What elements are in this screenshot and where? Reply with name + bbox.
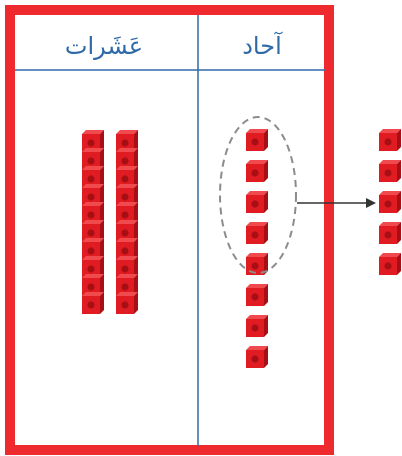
moved-cube xyxy=(379,191,401,213)
ones-cube xyxy=(246,284,268,306)
rod-unit-cube xyxy=(116,202,138,224)
rod-unit-cube xyxy=(82,148,104,170)
rod-unit-cube xyxy=(116,220,138,242)
rod-unit-cube xyxy=(116,256,138,278)
rod-unit-cube xyxy=(82,166,104,188)
header-tens: عَشَرات xyxy=(65,32,143,60)
rod-unit-cube xyxy=(82,256,104,278)
rod-unit-cube xyxy=(82,238,104,260)
rod-unit-cube xyxy=(116,166,138,188)
regroup-arrow xyxy=(297,198,376,208)
rod-unit-cube xyxy=(116,292,138,314)
tens-rods xyxy=(82,130,138,314)
ones-cubes xyxy=(246,129,268,368)
grouping-ellipse xyxy=(219,116,297,274)
moved-cube xyxy=(379,222,401,244)
rod-unit-cube xyxy=(116,184,138,206)
moved-cube xyxy=(379,160,401,182)
rod-unit-cube xyxy=(116,148,138,170)
ones-cube xyxy=(246,315,268,337)
rod-unit-cube xyxy=(82,130,104,152)
ones-cube xyxy=(246,222,268,244)
ones-cube xyxy=(246,346,268,368)
ones-cube xyxy=(246,191,268,213)
rod-unit-cube xyxy=(82,184,104,206)
header-ones: آحاد xyxy=(242,31,283,60)
rod-unit-cube xyxy=(116,130,138,152)
moved-cubes xyxy=(379,129,401,275)
rod-unit-cube xyxy=(82,274,104,296)
moved-cube xyxy=(379,253,401,275)
ones-cube xyxy=(246,160,268,182)
ones-cube xyxy=(246,129,268,151)
rod-unit-cube xyxy=(116,238,138,260)
ten-rod xyxy=(116,130,138,314)
chart-frame xyxy=(5,5,334,455)
rod-unit-cube xyxy=(82,292,104,314)
ten-rod xyxy=(82,130,104,314)
rod-unit-cube xyxy=(82,220,104,242)
rod-unit-cube xyxy=(82,202,104,224)
arrow-head xyxy=(366,198,376,208)
rod-unit-cube xyxy=(116,274,138,296)
moved-cube xyxy=(379,129,401,151)
